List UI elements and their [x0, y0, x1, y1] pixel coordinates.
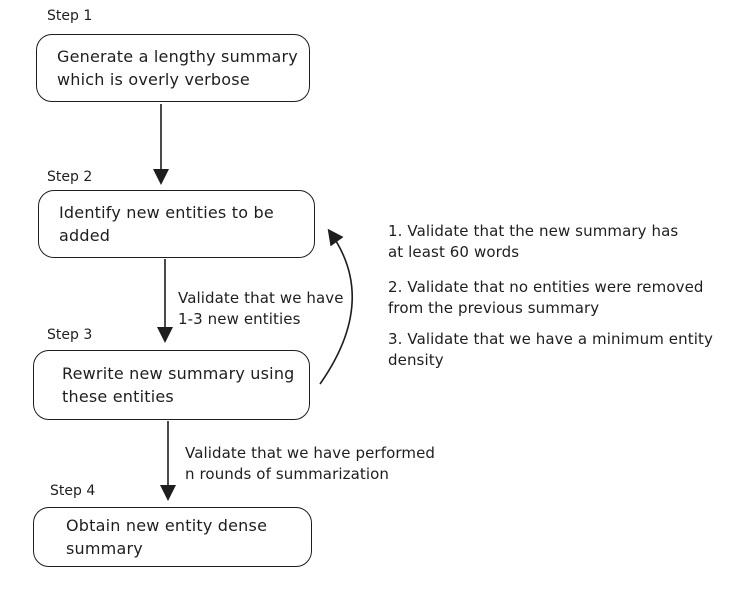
step-3-label: Step 3 — [47, 327, 93, 343]
step-3-node-text: Rewrite new summary using these entities — [62, 364, 295, 406]
step-3-node: Rewrite new summary using these entities — [33, 350, 310, 420]
step-2-label: Step 2 — [47, 169, 93, 185]
validation-note-2: 2. Validate that no entities were remove… — [388, 278, 704, 317]
step-4-label: Step 4 — [50, 483, 96, 499]
step-1-node: Generate a lengthy summary which is over… — [36, 34, 310, 102]
step-4-node-text: Obtain new entity dense summary — [66, 516, 268, 558]
step-4-node: Obtain new entity dense summary — [33, 507, 312, 567]
step-1-label: Step 1 — [47, 8, 93, 24]
edge-label-n-rounds: Validate that we have performed n rounds… — [185, 444, 436, 483]
step-2-node: Identify new entities to be added — [38, 190, 315, 258]
step-1-node-text: Generate a lengthy summary which is over… — [57, 47, 298, 89]
validation-note-1: 1. Validate that the new summary has at … — [388, 222, 679, 261]
edge-label-1-3-new-entities: Validate that we have 1-3 new entities — [178, 289, 344, 328]
validation-note-3: 3. Validate that we have a minimum entit… — [388, 330, 713, 369]
step-2-node-text: Identify new entities to be added — [59, 203, 274, 245]
